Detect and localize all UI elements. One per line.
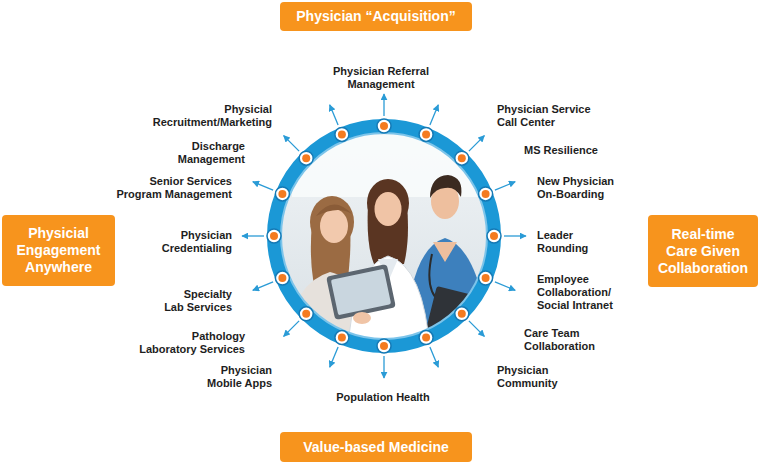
ring-dot	[275, 187, 289, 201]
spoke-label: Discharge Management	[173, 140, 245, 166]
ring-dot	[267, 229, 281, 243]
ring-dot	[479, 187, 493, 201]
spoke-label: Senior Services Program Management	[112, 175, 232, 201]
tablet	[326, 264, 396, 324]
spoke-label: Physician Credentialing	[156, 229, 232, 255]
spoke-label: Physician Service Call Center	[497, 103, 601, 129]
team-photo	[270, 120, 500, 352]
spoke-arrow	[495, 282, 515, 290]
hub-ring-edge	[281, 133, 487, 339]
ring-dot	[299, 307, 313, 321]
spoke-label: Employee Collaboration/ Social Intranet	[537, 273, 619, 312]
side-banner: Physicial Engagement Anywhere	[2, 215, 115, 286]
spoke-arrow	[469, 321, 485, 337]
side-banner: Real-time Care Given Collaboration	[648, 215, 758, 287]
spoke-arrow	[242, 235, 264, 236]
header-banner: Physician “Acquisition”	[280, 2, 472, 31]
banner-text: Physician “Acquisition”	[296, 8, 455, 25]
spoke-arrow	[383, 356, 384, 378]
ring-dot	[377, 119, 391, 133]
spoke-arrow	[495, 182, 515, 190]
footer-banner: Value-based Medicine	[280, 432, 472, 462]
spoke-arrow	[430, 105, 438, 125]
spoke-arrow	[253, 282, 273, 290]
spoke-label: Physician Community	[497, 364, 569, 390]
ring-dot	[419, 127, 433, 141]
ring-dot	[419, 331, 433, 345]
spoke-arrow	[253, 182, 273, 190]
banner-text: Real-time Care Given Collaboration	[656, 226, 750, 277]
spoke-label: Physicial Recruitment/Marketing	[146, 103, 272, 129]
ring-dot	[299, 151, 313, 165]
banner-text: Physicial Engagement Anywhere	[10, 225, 107, 276]
ring-dot	[479, 271, 493, 285]
spoke-arrows	[242, 94, 526, 378]
spoke-label: Specialty Lab Services	[162, 288, 232, 314]
spoke-arrow	[330, 347, 338, 367]
spoke-arrow	[430, 347, 438, 367]
ring-dot	[335, 127, 349, 141]
spoke-label: Pathology Laboratory Services	[135, 330, 245, 356]
ring-dot	[275, 271, 289, 285]
ring-dot	[335, 331, 349, 345]
ring-dot	[487, 229, 501, 243]
spoke-arrow	[284, 136, 300, 152]
middle-woman	[348, 179, 430, 352]
ring-dot	[455, 307, 469, 321]
spoke-arrow	[469, 136, 485, 152]
spoke-label: New Physician On-Boarding	[537, 175, 623, 201]
ring-dot	[455, 151, 469, 165]
spoke-label: Leader Rounding	[537, 229, 599, 255]
banner-text: Value-based Medicine	[303, 439, 449, 456]
spoke-label: Population Health	[336, 391, 430, 404]
spoke-label: Physician Referral Management	[325, 65, 437, 91]
spoke-label: Physician Mobile Apps	[198, 364, 272, 390]
spoke-arrow	[504, 235, 526, 236]
spoke-arrow	[284, 321, 300, 337]
ring-dot	[377, 339, 391, 353]
hub-ring	[274, 126, 494, 346]
spoke-label: Care Team Collaboration	[524, 327, 606, 353]
ring-dots	[267, 119, 501, 353]
spoke-arrow	[330, 105, 338, 125]
spoke-label: MS Resilience	[524, 144, 598, 157]
spoke-arrow	[383, 94, 384, 116]
